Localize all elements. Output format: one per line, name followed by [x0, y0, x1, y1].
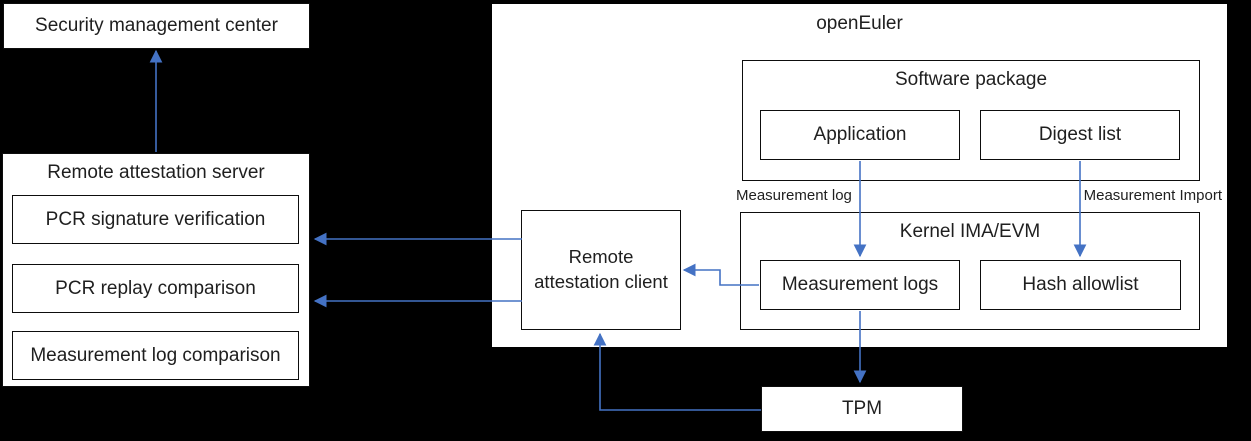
digest-list-box: Digest list — [980, 110, 1180, 160]
digest-list-label: Digest list — [1038, 124, 1122, 145]
remote-attestation-server-title: Remote attestation server — [47, 162, 265, 183]
pcr-replay-comparison-label: PCR replay comparison — [55, 277, 256, 299]
application-label: Application — [813, 124, 907, 145]
pcr-signature-verification-label: PCR signature verification — [45, 208, 266, 230]
measurement-logs-label: Measurement logs — [781, 274, 939, 295]
pcr-replay-comparison-box: PCR replay comparison — [12, 264, 299, 313]
software-package-title: Software package — [894, 69, 1048, 90]
measurement-log-comparison-label: Measurement log comparison — [30, 344, 281, 366]
security-management-center-box: Security management center — [3, 3, 310, 49]
hash-allowlist-label: Hash allowlist — [1022, 274, 1139, 295]
measurement-log-edge-label: Measurement log — [736, 187, 852, 204]
tpm-label: TPM — [841, 398, 883, 419]
pcr-signature-verification-box: PCR signature verification — [12, 195, 299, 244]
kernel-ima-evm-title: Kernel IMA/EVM — [899, 221, 1041, 242]
hash-allowlist-box: Hash allowlist — [980, 260, 1181, 310]
measurement-import-edge-label: Measurement Import — [1083, 187, 1222, 204]
tpm-box: TPM — [761, 386, 963, 432]
remote-attestation-client-label: Remote attestation client — [534, 246, 668, 292]
application-box: Application — [760, 110, 960, 160]
openeuler-title: openEuler — [816, 13, 903, 34]
measurement-log-comparison-box: Measurement log comparison — [12, 331, 299, 380]
remote-attestation-server-box: Remote attestation server PCR signature … — [2, 153, 310, 387]
remote-attestation-client-box: Remote attestation client — [521, 210, 681, 330]
measurement-logs-box: Measurement logs — [760, 260, 960, 310]
security-management-center-label: Security management center — [35, 15, 278, 36]
